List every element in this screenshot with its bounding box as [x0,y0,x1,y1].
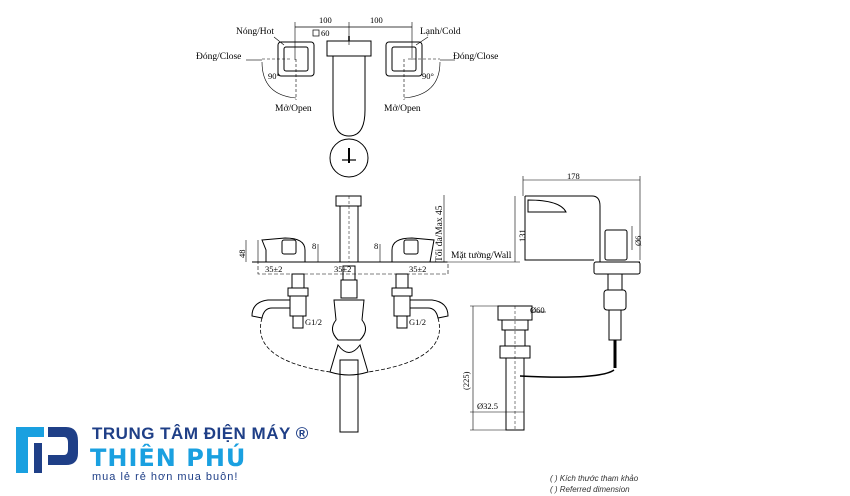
dim-max-45: Tối đa/Max 45 [435,205,445,262]
dim-35-left: 35±2 [265,264,283,274]
label-g12-left: G1/2 [305,317,322,327]
label-close-right: Đóng/Close [453,52,499,62]
side-view [470,176,641,431]
dim-100-right: 100 [370,15,383,25]
angle-left: 90° [268,71,280,81]
dim-225: (225) [461,371,471,390]
dim-d6: Ø6 [633,235,643,246]
label-wall: Mặt tường/Wall [451,251,512,261]
angle-right: 90° [422,71,434,81]
dim-d32: Ø32.5 [477,401,499,411]
brand-logo-icon [16,427,78,473]
brand-line-1: TRUNG TÂM ĐIỆN MÁY ® [92,424,309,443]
dim-d60: Ø60 [530,305,545,315]
note-vi: ( ) Kích thước tham khảo [550,474,639,483]
front-view [245,195,520,433]
top-view [246,22,455,178]
label-open-left: Mở/Open [275,104,312,114]
brand-slogan: mua lẻ rẻ hơn mua buôn! [92,471,239,483]
dim-131: 131 [517,229,527,242]
dim-100-left: 100 [319,15,332,25]
dim-60-square: 60 [321,28,330,38]
label-open-right: Mở/Open [384,104,421,114]
dim-35-mid: 35±2 [334,264,352,274]
label-cold: Lạnh/Cold [420,27,461,37]
dim-178: 178 [567,171,580,181]
brand-line-2: THIÊN PHÚ [90,444,247,472]
dim-8-left: 8 [312,241,317,251]
note-en: ( ) Referred dimension [550,485,630,494]
label-close-left: Đóng/Close [196,52,242,62]
dim-48: 48 [237,249,247,259]
dim-35-right: 35±2 [409,264,427,274]
label-g12-right: G1/2 [409,317,426,327]
label-hot: Nóng/Hot [236,27,274,37]
dim-8-right: 8 [374,241,379,251]
